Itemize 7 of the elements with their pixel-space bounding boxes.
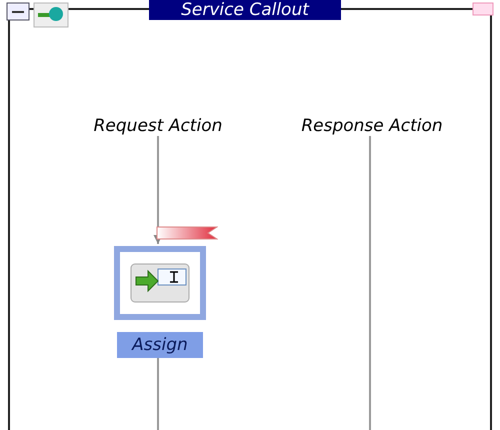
arrow (154, 136, 162, 244)
action-label: Response Action (266, 116, 478, 136)
action-label: Request Action (58, 116, 258, 136)
scope-title: Service Callout (149, 0, 341, 20)
lifeline (157, 358, 159, 430)
lifeline (369, 136, 371, 430)
activity-name: Assign (117, 332, 203, 358)
